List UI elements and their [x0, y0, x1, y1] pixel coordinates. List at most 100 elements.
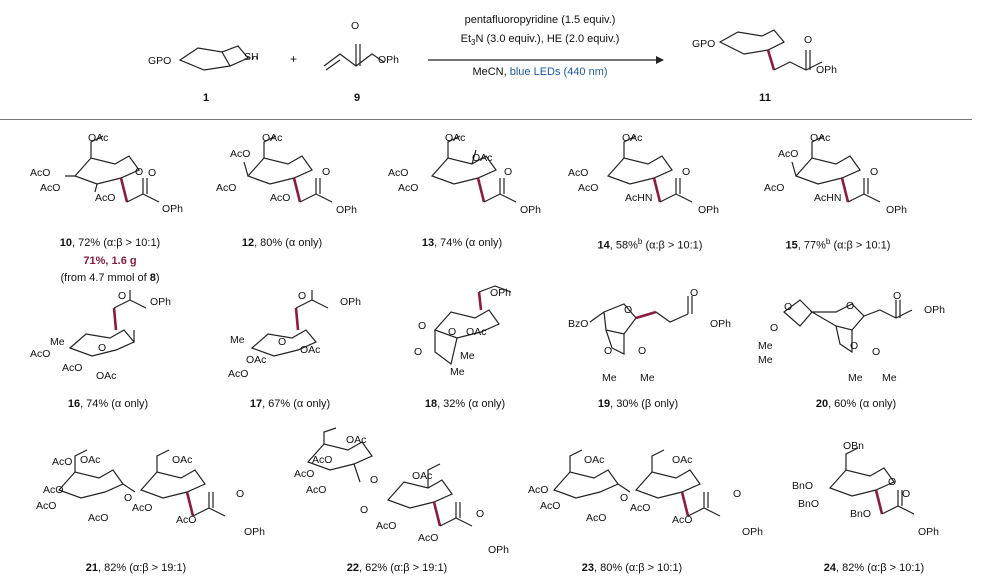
label-me: Me: [882, 372, 897, 384]
label-acetal-o: O: [872, 346, 881, 358]
label-carbonyl-o: O: [902, 488, 911, 500]
product-11-structure: [718, 29, 823, 71]
label-glycosidic-o: O: [124, 492, 133, 504]
label-carbonyl-o: O: [733, 488, 742, 500]
reaction-arrow: [428, 56, 664, 64]
label-aco: AcO: [578, 182, 599, 194]
compound-12-structure: [243, 135, 333, 203]
label-achn: AcHN: [814, 192, 842, 204]
caption-compound-18: 18, 32% (α only): [424, 398, 506, 410]
plus-sign: +: [290, 52, 298, 66]
reactant-9-oph: OPh: [378, 54, 400, 66]
label-aco: AcO: [88, 512, 109, 524]
label-oac: OAc: [172, 454, 193, 466]
label-aco: AcO: [52, 456, 73, 468]
label-aco: AcO: [30, 348, 51, 360]
label-oph: OPh: [742, 526, 764, 538]
compound-13-structure: [430, 135, 517, 203]
label-oac: OAc: [810, 132, 831, 144]
label-me: Me: [602, 372, 617, 384]
compound-20-structure: [783, 299, 913, 354]
label-aco: AcO: [228, 368, 249, 380]
label-aco: AcO: [40, 182, 61, 194]
label-bzo: BzO: [568, 318, 589, 330]
label-aco: AcO: [270, 192, 291, 204]
label-carbonyl-o: O: [298, 290, 307, 302]
label-aco: AcO: [216, 182, 237, 194]
label-achn: AcHN: [625, 192, 653, 204]
caption-compound-10-scaleup: 71%, 1.6 g: [83, 255, 137, 267]
reactant-9-structure: [323, 44, 385, 71]
label-ring-o: O: [846, 300, 855, 312]
label-acetal-o: O: [414, 346, 423, 358]
label-aco: AcO: [95, 192, 116, 204]
label-glycosidic-o: O: [370, 474, 379, 486]
condition-line-1: pentafluoropyridine (1.5 equiv.): [464, 14, 616, 26]
label-oac: OAc: [346, 434, 367, 446]
label-oac: OAc: [88, 132, 109, 144]
compound-1-number: 1: [202, 92, 210, 104]
label-aco: AcO: [62, 362, 83, 374]
condition-line-2: Et3N (3.0 equiv.), HE (2.0 equiv.): [460, 33, 620, 48]
caption-compound-22: 22, 62% (α:β > 19:1): [346, 562, 448, 574]
label-ring-o: O: [624, 304, 633, 316]
label-carbonyl-o: O: [322, 166, 331, 178]
label-me: Me: [758, 340, 773, 352]
label-bno: BnO: [798, 498, 820, 510]
label-aco: AcO: [312, 454, 333, 466]
label-oph: OPh: [488, 544, 510, 556]
label-carbonyl-o: O: [476, 508, 485, 520]
caption-compound-24: 24, 82% (α:β > 10:1): [823, 562, 925, 574]
label-oac: OAc: [412, 470, 433, 482]
reactant-1-sh: SH: [244, 51, 259, 63]
label-ring-o: O: [98, 342, 107, 354]
label-oac: OAc: [622, 132, 643, 144]
label-aco: AcO: [586, 512, 607, 524]
compound-16-structure: [68, 290, 147, 357]
label-aco: AcO: [764, 182, 785, 194]
product-gpo: GPO: [692, 38, 716, 50]
label-ring-o: O: [135, 166, 144, 178]
label-oph: OPh: [924, 304, 946, 316]
label-aco: AcO: [528, 484, 549, 496]
label-aco: AcO: [630, 502, 651, 514]
product-o: O: [804, 34, 813, 46]
label-aco: AcO: [672, 514, 693, 526]
label-aco: AcO: [568, 167, 589, 179]
compound-14-structure: [606, 135, 693, 203]
label-oac: OAc: [262, 132, 283, 144]
reactant-1-structure: [178, 45, 258, 71]
label-me: Me: [460, 350, 475, 362]
caption-compound-10: 10, 72% (α:β > 10:1): [59, 237, 161, 249]
label-glycosidic-o: O: [620, 492, 629, 504]
caption-compound-12: 12, 80% (α only): [241, 237, 323, 249]
label-carbonyl-o: O: [893, 290, 902, 302]
label-bno: BnO: [850, 508, 872, 520]
compound-15-structure: [791, 135, 881, 203]
label-aco: AcO: [176, 514, 197, 526]
label-me: Me: [848, 372, 863, 384]
label-oph: OPh: [244, 526, 266, 538]
compound-24-structure: [828, 447, 915, 515]
label-carbonyl-o: O: [504, 166, 513, 178]
label-carbonyl-o: O: [118, 290, 127, 302]
compound-10-structure: [65, 135, 160, 203]
label-dioxolane-o: O: [770, 322, 779, 334]
label-aco: AcO: [43, 484, 64, 496]
label-aco: AcO: [230, 148, 251, 160]
label-oph: OPh: [162, 203, 184, 215]
label-oph: OPh: [698, 204, 720, 216]
caption-compound-20: 20, 60% (α only): [815, 398, 897, 410]
caption-compound-21: 21, 82% (α:β > 19:1): [85, 562, 187, 574]
label-carbonyl-o: O: [690, 287, 699, 299]
label-oac: OAc: [445, 132, 466, 144]
label-aco: AcO: [376, 520, 397, 532]
label-me: Me: [640, 372, 655, 384]
label-aco: AcO: [778, 148, 799, 160]
section-divider: [0, 119, 972, 120]
label-oph: OPh: [918, 526, 940, 538]
compound-21-structure: [57, 449, 226, 517]
caption-compound-16: 16, 74% (α only): [67, 398, 149, 410]
label-ring-o: O: [888, 476, 897, 488]
label-carbonyl-o: O: [148, 167, 157, 179]
